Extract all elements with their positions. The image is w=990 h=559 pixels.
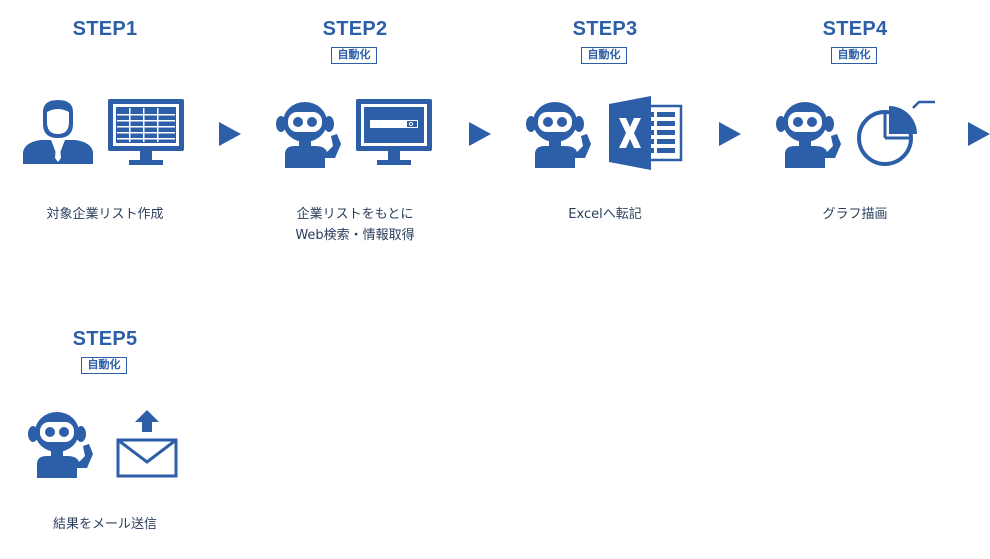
caption-line: Web検索・情報取得 (295, 228, 415, 243)
caption-line: Excelへ転記 (568, 207, 642, 222)
arrow-right-icon (219, 122, 241, 146)
step-title: STEP2 (322, 18, 388, 40)
arrow-right-icon (719, 122, 741, 146)
caption-line: 対象企業リスト作成 (46, 207, 164, 222)
automation-badge: 自動化 (81, 357, 127, 374)
step-icons (5, 390, 205, 478)
step-title: STEP5 (72, 328, 138, 350)
step-title: STEP3 (572, 18, 638, 40)
step-caption: グラフ描画 (755, 204, 955, 225)
robot-icon (526, 102, 591, 168)
step-3: STEP3 自動化 Excelへ転記 (505, 18, 705, 248)
step-icons (5, 80, 205, 165)
step-caption: 企業リストをもとに Web検索・情報取得 (255, 204, 455, 246)
excel-icon (609, 96, 683, 170)
caption-line: 企業リストをもとに (296, 207, 414, 222)
robot-icon (276, 102, 341, 168)
robot-icon (776, 102, 841, 168)
mail-upload-icon (116, 410, 178, 478)
step-1: STEP1 対象企業リスト作成 (5, 18, 205, 248)
spreadsheet-monitor-icon (108, 99, 184, 165)
step-caption: Excelへ転記 (505, 204, 705, 225)
step-icons (755, 80, 955, 168)
step-icons (505, 80, 705, 170)
step-4: STEP4 自動化 グラフ描画 (755, 18, 955, 248)
step-2: STEP2 自動化 企業リストをもとに Web検索・情報取得 (255, 18, 455, 258)
step-caption: 対象企業リスト作成 (5, 204, 205, 225)
pie-chart-icon (857, 100, 935, 166)
automation-badge: 自動化 (831, 47, 877, 64)
arrow-right-icon (968, 122, 990, 146)
automation-badge: 自動化 (331, 47, 377, 64)
step-caption: 結果をメール送信 (5, 514, 205, 535)
automation-badge: 自動化 (581, 47, 627, 64)
caption-line: グラフ描画 (822, 207, 888, 222)
step-title: STEP4 (822, 18, 888, 40)
step-icons (255, 80, 455, 168)
browser-search-monitor-icon (356, 99, 432, 165)
robot-icon (28, 412, 93, 478)
person-icon (23, 100, 93, 164)
step-5: STEP5 自動化 結果をメール送信 (5, 328, 205, 558)
arrow-right-icon (469, 122, 491, 146)
step-title: STEP1 (72, 18, 138, 40)
caption-line: 結果をメール送信 (52, 517, 157, 532)
